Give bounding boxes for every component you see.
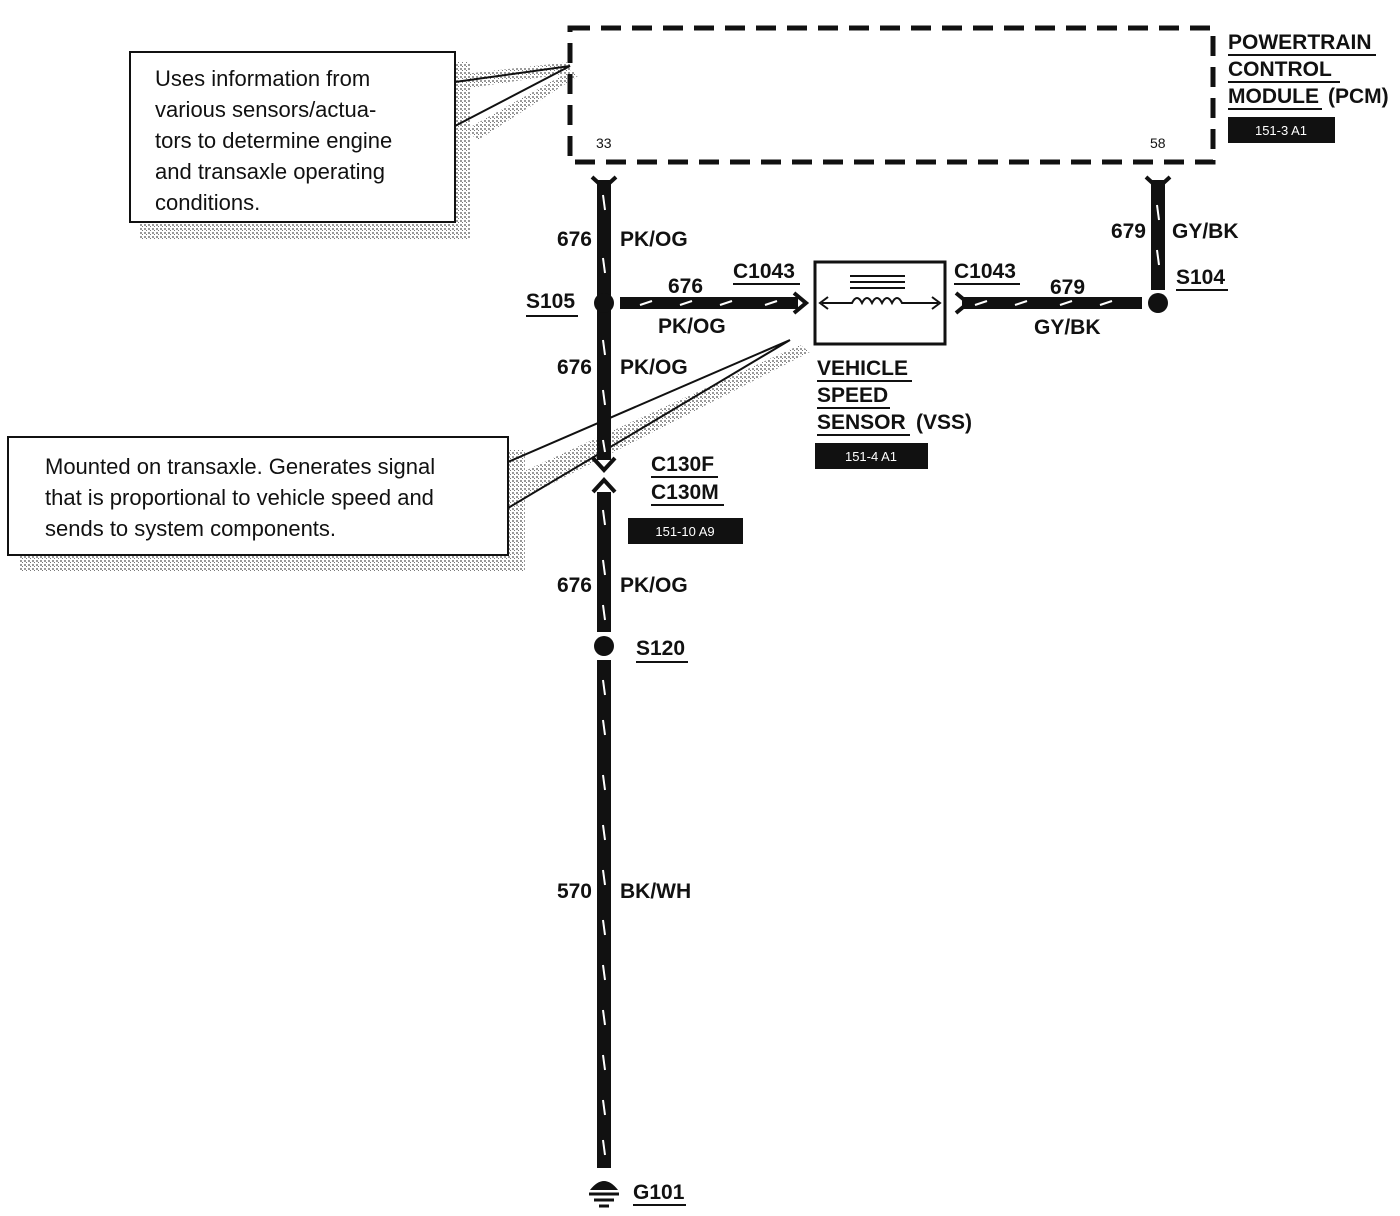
splice-s120-label: S120 bbox=[636, 637, 685, 660]
ground-label: G101 bbox=[633, 1181, 685, 1204]
vss-name-line-3: SENSOR bbox=[817, 411, 906, 434]
pcm-abbrev: (PCM) bbox=[1328, 85, 1389, 108]
pcm-name-line-1: POWERTRAIN bbox=[1228, 31, 1372, 54]
splice-s104-label: S104 bbox=[1176, 266, 1225, 289]
c130-ref-badge: 151-10 A9 bbox=[655, 524, 714, 539]
wire-stripes bbox=[602, 194, 1160, 1156]
circuit-679-color-horizontal: GY/BK bbox=[1034, 316, 1101, 339]
coil-icon bbox=[822, 297, 938, 306]
pcm-module: 33 58 POWERTRAIN CONTROL MODULE (PCM) 15… bbox=[567, 25, 1389, 165]
circuit-676-number-mid: 676 bbox=[557, 356, 592, 379]
c1043-left-label: C1043 bbox=[733, 260, 795, 283]
circuit-676-number-horizontal: 676 bbox=[668, 275, 703, 298]
vss-ref-badge: 151-4 A1 bbox=[845, 449, 897, 464]
c1043-right-terminal bbox=[954, 291, 972, 315]
pcm-pin-33: 33 bbox=[596, 135, 612, 151]
c130m-label: C130M bbox=[651, 481, 719, 504]
splice-s105-label: S105 bbox=[526, 290, 575, 313]
circuit-676-number-top: 676 bbox=[557, 228, 592, 251]
pcm-ref-badge: 151-3 A1 bbox=[1255, 123, 1307, 138]
circuit-labels: 676 PK/OG 676 PK/OG 676 PK/OG 676 PK/OG … bbox=[557, 220, 1239, 903]
vss-sensor: VEHICLE SPEED SENSOR (VSS) 151-4 A1 bbox=[813, 260, 972, 469]
splice-s120-dot bbox=[594, 636, 614, 656]
circuit-676-color-low: PK/OG bbox=[620, 574, 688, 597]
circuit-676-color-horizontal: PK/OG bbox=[658, 315, 726, 338]
circuit-679-color-vertical: GY/BK bbox=[1172, 220, 1239, 243]
vss-callout-text: Mounted on transaxle. Generates signal t… bbox=[45, 454, 441, 541]
connector-c130: C130F C130M 151-10 A9 bbox=[591, 453, 743, 544]
circuit-679-number-vertical: 679 bbox=[1111, 220, 1146, 243]
c1043-left-terminal bbox=[792, 291, 810, 315]
vss-name-line-2: SPEED bbox=[817, 384, 888, 407]
circuit-676-color-mid: PK/OG bbox=[620, 356, 688, 379]
vss-name-line-1: VEHICLE bbox=[817, 357, 908, 380]
pcm-pin-58: 58 bbox=[1150, 135, 1166, 151]
ground-g101: G101 bbox=[589, 1181, 686, 1208]
vss-callout: Mounted on transaxle. Generates signal t… bbox=[7, 339, 810, 572]
circuit-570-number: 570 bbox=[557, 880, 592, 903]
splice-s105-dot bbox=[594, 293, 614, 313]
pcm-name-line-3: MODULE bbox=[1228, 85, 1319, 108]
ground-icon bbox=[590, 1181, 618, 1190]
circuit-676-color-top: PK/OG bbox=[620, 228, 688, 251]
c130f-label: C130F bbox=[651, 453, 714, 476]
circuit-676-number-low: 676 bbox=[557, 574, 592, 597]
pcm-callout: Uses information from various sensors/ac… bbox=[129, 51, 578, 240]
circuit-679-number-horizontal: 679 bbox=[1050, 276, 1085, 299]
c1043-right-label: C1043 bbox=[954, 260, 1016, 283]
splices: S105 S104 S120 bbox=[526, 266, 1228, 663]
pcm-name-line-2: CONTROL bbox=[1228, 58, 1332, 81]
circuit-570-color: BK/WH bbox=[620, 880, 691, 903]
pcm-callout-text: Uses information from various sensors/ac… bbox=[155, 66, 398, 215]
vss-abbrev: (VSS) bbox=[916, 411, 972, 434]
splice-s104-dot bbox=[1148, 293, 1168, 313]
